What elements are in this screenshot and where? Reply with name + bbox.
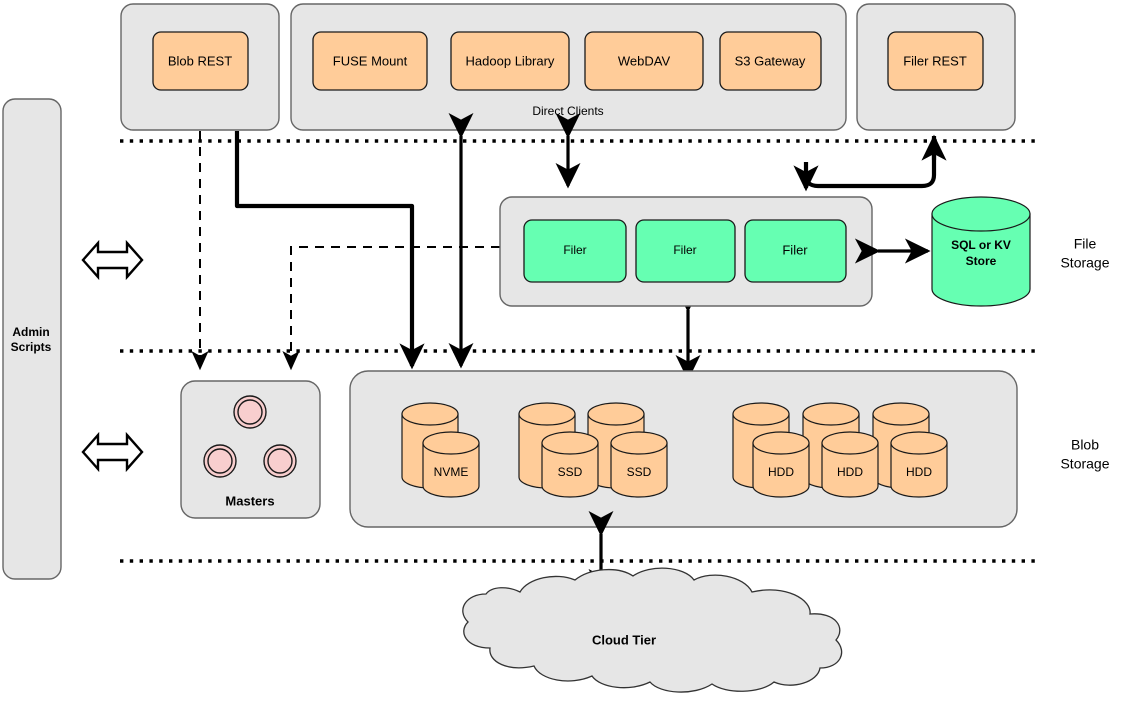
masters-box bbox=[180, 380, 321, 519]
cloud-tier-label: Cloud Tier bbox=[592, 632, 656, 647]
ssd-disk-front-1-body bbox=[541, 442, 599, 498]
filer-rest-group: Filer REST bbox=[856, 3, 1016, 131]
hdd-disk-front-2-top bbox=[821, 431, 879, 455]
filer-box-1[interactable] bbox=[523, 219, 627, 283]
volume-servers-group: NVME SSD SSD HDD bbox=[349, 370, 1018, 528]
filer-to-masters-dashed bbox=[282, 246, 500, 371]
nvme-disk-front-top bbox=[422, 431, 480, 455]
cloud-tier-group[interactable]: Cloud Tier bbox=[462, 567, 843, 693]
filer-box-3[interactable] bbox=[744, 219, 847, 283]
hdd-disk-front-2-body bbox=[821, 442, 879, 498]
metastore-label-line1: SQL or KV bbox=[951, 238, 1011, 252]
admin-to-blob-storage-arrow bbox=[81, 431, 144, 473]
blob-rest-group: Blob REST bbox=[120, 3, 280, 131]
webdav-label: WebDAV bbox=[618, 53, 671, 68]
ssd-disk-front-2-body bbox=[610, 442, 668, 498]
hdd-label-3: HDD bbox=[906, 465, 932, 479]
filer-cluster-group: Filer Filer Filer bbox=[499, 196, 873, 307]
filer-label-2: Filer bbox=[673, 243, 696, 257]
direct-clients-group: FUSE Mount Hadoop Library WebDAV S3 Gate… bbox=[290, 3, 847, 131]
blob-storage-side-label-line1: Blob bbox=[1071, 437, 1099, 453]
blob-rest-label: Blob REST bbox=[168, 53, 232, 68]
hdd-label-2: HDD bbox=[837, 465, 863, 479]
filer-rest-label: Filer REST bbox=[903, 53, 967, 68]
blob-storage-side-label-line2: Storage bbox=[1060, 456, 1109, 472]
admin-scripts-panel: Admin Scripts bbox=[2, 98, 62, 580]
ssd-label-2: SSD bbox=[627, 465, 652, 479]
s3-gateway-label: S3 Gateway bbox=[735, 53, 806, 68]
filer-rest-to-filers-solid bbox=[803, 136, 937, 189]
hadoop-library-box[interactable] bbox=[450, 31, 570, 91]
hdd-label-1: HDD bbox=[768, 465, 794, 479]
ssd-disk-back-1-top bbox=[518, 402, 576, 426]
hdd-disk-front-1-top bbox=[752, 431, 810, 455]
filer-label-3: Filer bbox=[782, 242, 808, 257]
metastore-label-line2: Store bbox=[966, 254, 997, 268]
ssd-label-1: SSD bbox=[558, 465, 583, 479]
fuse-mount-box[interactable] bbox=[312, 31, 428, 91]
hdd-disk-back-2-top bbox=[802, 402, 860, 426]
masters-group[interactable]: Masters bbox=[180, 380, 321, 519]
hdd-disk-back-3-top bbox=[872, 402, 930, 426]
hdd-disk-front-1-body bbox=[752, 442, 810, 498]
direct-clients-group-label: Direct Clients bbox=[532, 104, 603, 118]
cloud-shape bbox=[462, 567, 843, 693]
nvme-disk-group[interactable]: NVME bbox=[401, 402, 480, 498]
blob-rest-box[interactable] bbox=[152, 31, 249, 91]
hdd-disk-group[interactable]: HDD HDD HDD bbox=[732, 402, 948, 498]
blob-rest-to-volumes-solid bbox=[234, 131, 425, 370]
nvme-disk-front-body bbox=[422, 442, 480, 498]
filer-rest-box[interactable] bbox=[887, 31, 984, 91]
file-storage-side-label-line2: Storage bbox=[1060, 255, 1109, 271]
ssd-disk-group[interactable]: SSD SSD bbox=[518, 402, 668, 498]
master-node-3-inner bbox=[267, 448, 293, 474]
nvme-label: NVME bbox=[434, 465, 469, 479]
master-node-2-inner bbox=[207, 448, 233, 474]
file-storage-side-label-line1: File bbox=[1074, 236, 1097, 252]
s3-gateway-box[interactable] bbox=[719, 31, 822, 91]
ssd-disk-front-1-top bbox=[541, 431, 599, 455]
admin-scripts-box bbox=[2, 98, 62, 580]
metastore-cylinder[interactable]: SQL or KV Store bbox=[931, 196, 1031, 307]
ssd-disk-front-2-top bbox=[610, 431, 668, 455]
webdav-box[interactable] bbox=[584, 31, 704, 91]
hdd-disk-front-3-body bbox=[890, 442, 948, 498]
admin-to-file-storage-arrow bbox=[81, 239, 144, 281]
hadoop-library-label: Hadoop Library bbox=[466, 53, 555, 68]
admin-scripts-label-line1: Admin bbox=[12, 325, 49, 339]
ssd-disk-back-2-top bbox=[587, 402, 645, 426]
filer-label-1: Filer bbox=[563, 243, 586, 257]
fuse-mount-label: FUSE Mount bbox=[333, 53, 408, 68]
master-node-1-inner bbox=[237, 399, 263, 425]
admin-scripts-label-line2: Scripts bbox=[11, 340, 52, 354]
nvme-disk-back-top bbox=[401, 402, 459, 426]
hdd-disk-back-1-top bbox=[732, 402, 790, 426]
hdd-disk-front-3-top bbox=[890, 431, 948, 455]
filer-box-2[interactable] bbox=[635, 219, 736, 283]
masters-label: Masters bbox=[225, 493, 274, 508]
